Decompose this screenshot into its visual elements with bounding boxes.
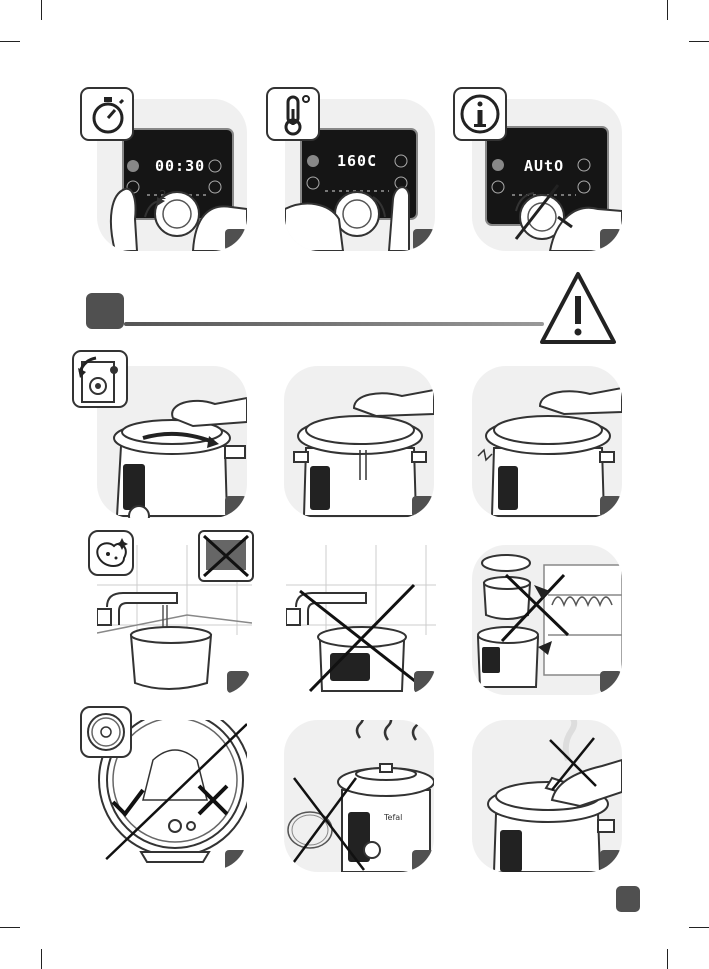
cooker-valve-illustration	[472, 720, 622, 872]
display-text: 160C	[337, 152, 377, 170]
crop-mark	[41, 949, 42, 969]
timer-icon	[82, 89, 132, 139]
step-number-badge	[412, 496, 434, 518]
step-number-badge	[225, 229, 247, 251]
panel-no-dishwasher	[472, 545, 622, 695]
step-number-badge	[225, 496, 247, 518]
info-icon	[455, 89, 505, 139]
page-number-badge	[616, 886, 640, 912]
section-number-badge	[86, 293, 124, 329]
panel-lid-alignment	[284, 366, 434, 518]
knob-hint: 2	[159, 188, 167, 202]
panel-no-touch-valve	[472, 720, 622, 872]
step-number-badge	[414, 671, 436, 693]
step-number-badge	[225, 850, 247, 870]
crop-mark	[667, 949, 668, 969]
warning-icon	[538, 270, 618, 346]
gasket-icon-box	[80, 706, 132, 758]
panel-gasket-removed: Tefal	[284, 720, 434, 872]
display-text: 00:30	[155, 157, 205, 175]
cooker-steam-illustration: Tefal	[284, 720, 434, 872]
no-abrasive-pad-icon	[200, 532, 252, 580]
lock-valve-icon-box	[72, 350, 128, 408]
step-number-badge	[600, 229, 622, 251]
crop-mark	[41, 0, 42, 20]
step-number-badge	[412, 850, 434, 872]
abrasive-pad-icon-box	[198, 530, 254, 582]
brand-label: Tefal	[383, 813, 402, 822]
crop-mark	[0, 41, 20, 42]
display-text: AUtO	[524, 157, 564, 175]
info-icon-box	[453, 87, 507, 141]
thermometer-icon-box	[266, 87, 320, 141]
step-number-badge	[227, 671, 249, 693]
step-number-badge	[413, 229, 435, 251]
crop-mark	[0, 927, 20, 928]
cooker-lid-illustration	[284, 366, 434, 518]
panel-no-immersion	[286, 545, 436, 695]
sponge-icon-box	[88, 530, 134, 576]
valve-rotate-icon	[74, 352, 126, 406]
crop-mark	[689, 927, 709, 928]
step-number-badge	[600, 671, 622, 693]
step-number-badge	[600, 850, 622, 872]
thermometer-icon	[268, 89, 318, 139]
step-number-badge	[600, 496, 622, 518]
sponge-icon	[90, 532, 132, 574]
section-divider-line	[124, 322, 544, 326]
gasket-icon	[82, 708, 130, 756]
timer-icon-box	[80, 87, 134, 141]
crop-mark	[667, 0, 668, 20]
panel-lid-click	[472, 366, 622, 518]
crop-mark	[689, 41, 709, 42]
cooker-lid-illustration	[472, 366, 622, 518]
